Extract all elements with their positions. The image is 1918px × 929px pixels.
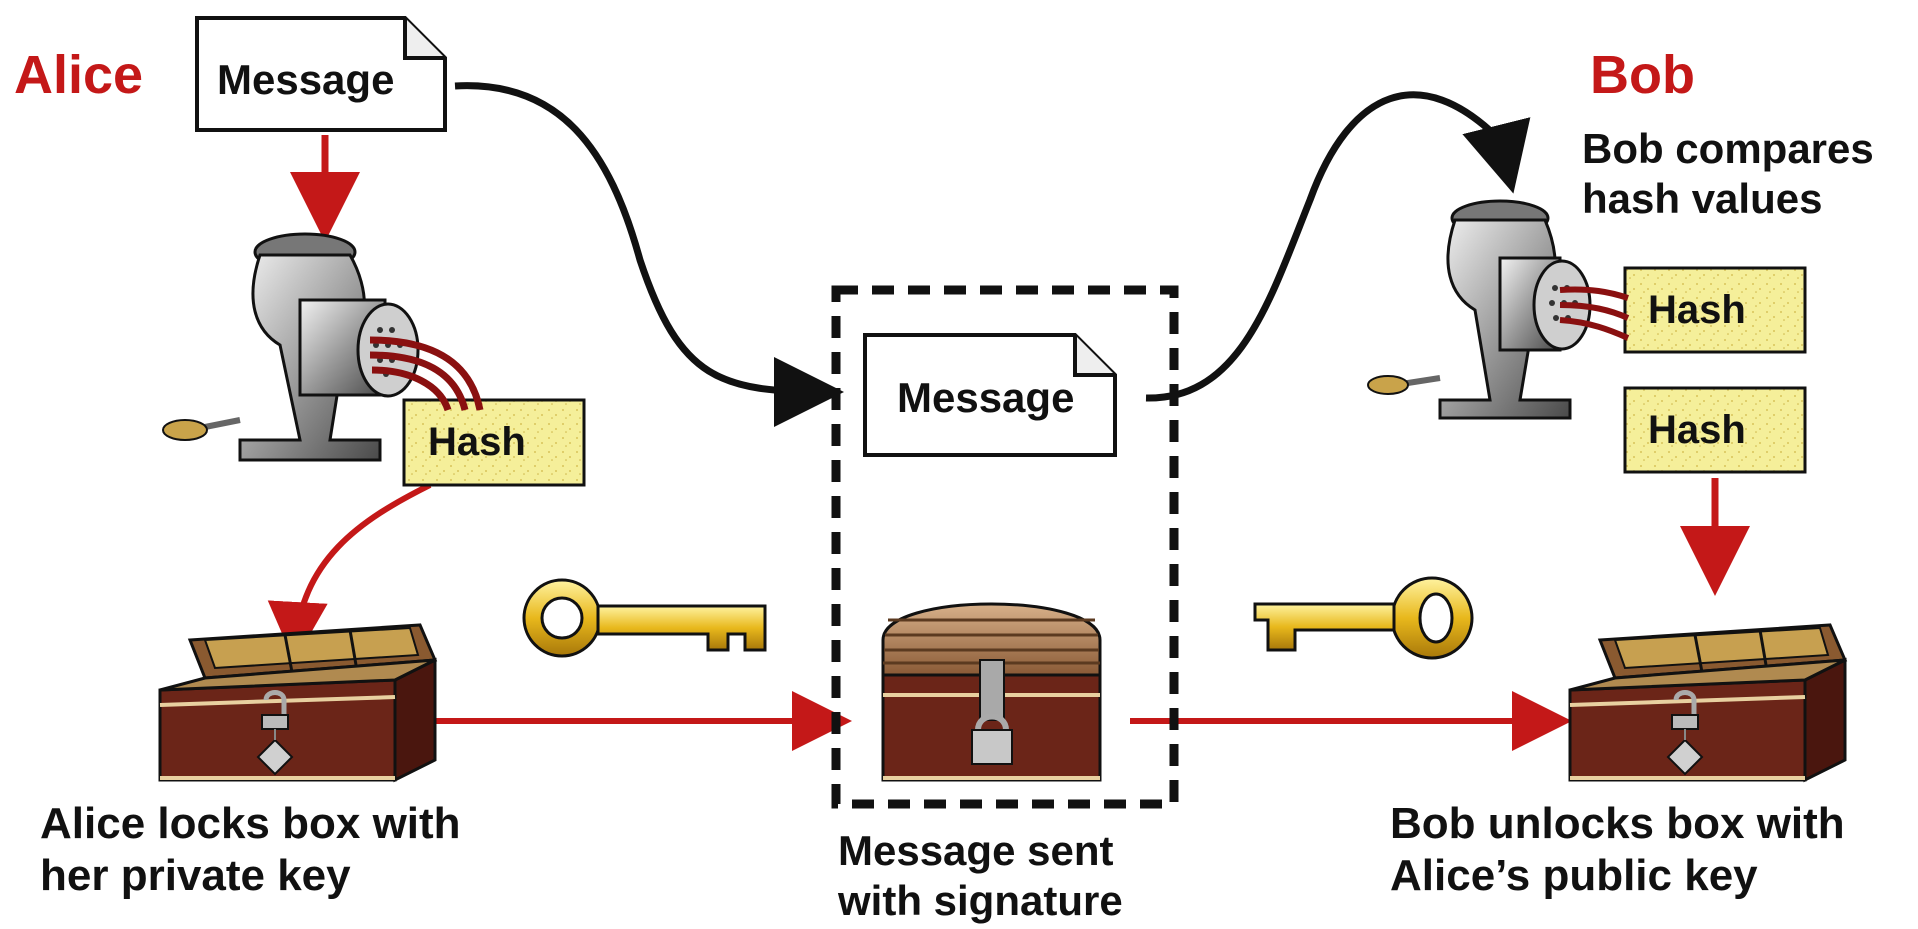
bob-hash-bottom-label: Hash [1648, 408, 1746, 452]
bob-hash-box-bottom [1623, 386, 1807, 474]
message-flow-arrow-left [454, 82, 844, 427]
bob-compare-label: Bob compares hash values [1582, 125, 1874, 222]
bob-open-box-icon [1568, 623, 1848, 783]
center-message-label: Message [897, 374, 1075, 421]
bob-hash-top-label: Hash [1648, 288, 1746, 332]
center-caption: Message sent with signature [838, 827, 1123, 924]
alice-hash-label: Hash [428, 420, 526, 464]
alice-hash-box [402, 398, 586, 487]
public-key-icon [1253, 576, 1474, 660]
alice-message-document-icon [195, 16, 447, 132]
alice-message-label: Message [217, 56, 395, 103]
message-flow-arrow-right [1145, 91, 1531, 402]
alice-hash-to-box-arrow [267, 482, 432, 662]
private-key-icon [522, 578, 767, 658]
alice-caption: Alice locks box with her private key [40, 799, 461, 900]
alice-open-box-icon [158, 623, 438, 783]
signature-dashed-frame [831, 285, 1179, 809]
locked-chest-icon [881, 602, 1102, 782]
bob-caption: Bob unlocks box with Alice’s public key [1390, 799, 1845, 900]
alice-meat-grinder-icon [162, 232, 484, 462]
center-message-document-icon [863, 333, 1117, 457]
bob-meat-grinder-icon [1367, 199, 1630, 420]
alice-name: Alice [14, 45, 144, 105]
bob-name: Bob [1590, 45, 1695, 105]
bob-hash-box-top [1623, 266, 1807, 354]
